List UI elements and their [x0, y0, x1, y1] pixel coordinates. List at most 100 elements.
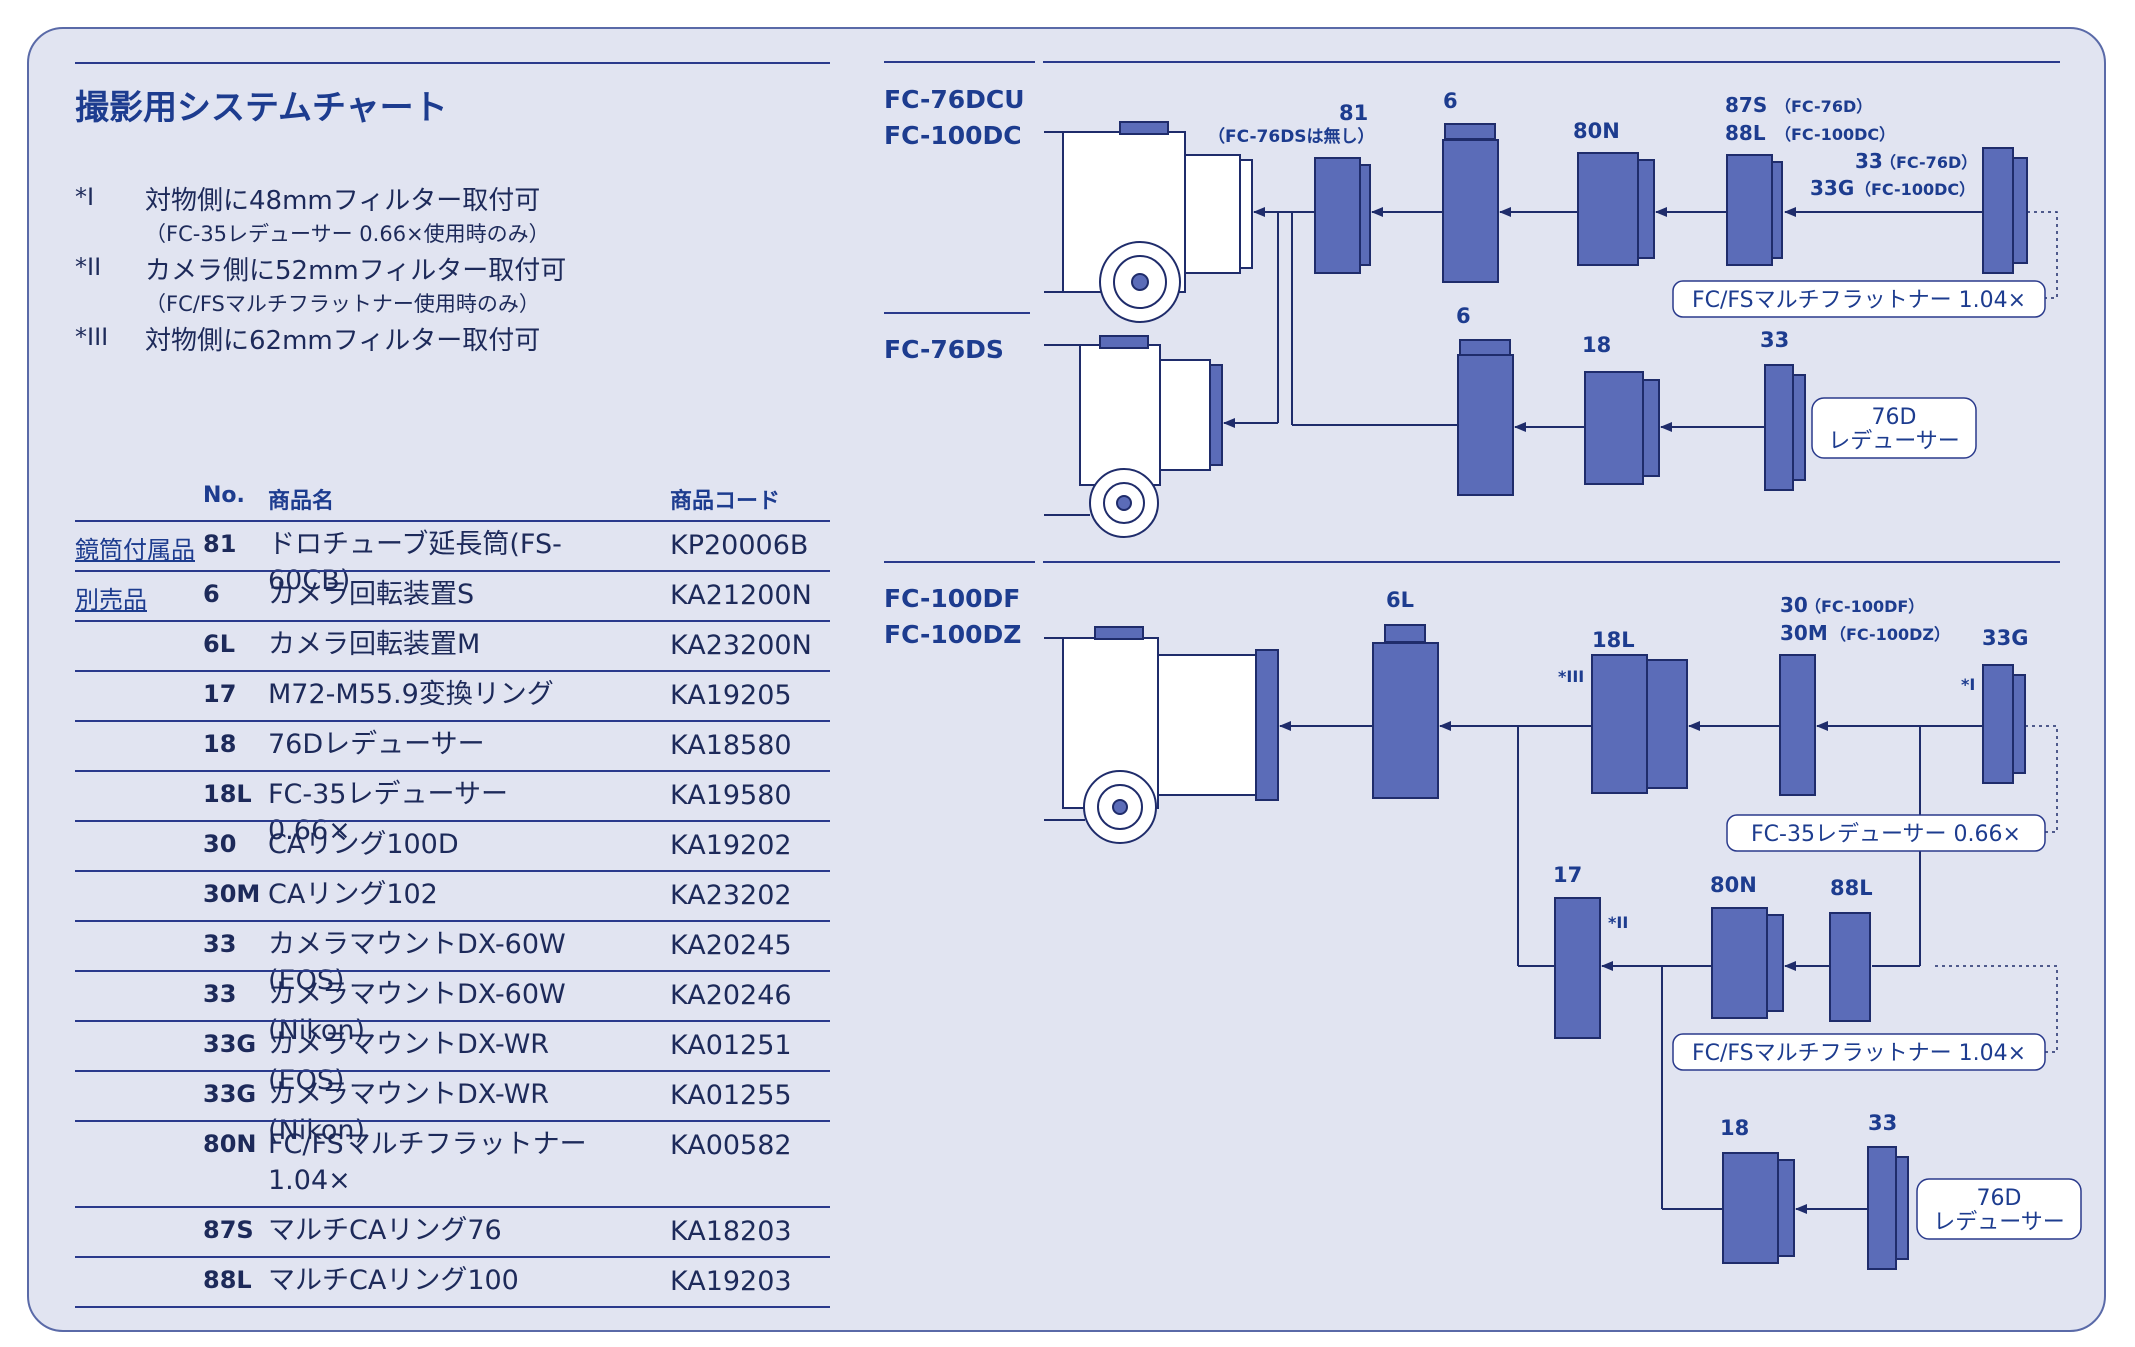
table-rule — [75, 1020, 830, 1022]
table-cell-name: FC/FSマルチフラットナー 1.04× — [268, 1129, 587, 1196]
table-cell-code: KA18203 — [670, 1216, 792, 1247]
table-category[interactable]: 鏡筒付属品 — [75, 536, 195, 564]
part-17-icon — [1554, 897, 1601, 1039]
table-cell-no: 81 — [203, 530, 237, 558]
part-33g-icon-c — [1982, 664, 2014, 784]
label-33-b: 33 — [1760, 328, 1789, 352]
table-cell-name: ドロチューブ延長筒(FS-60CB) — [268, 529, 562, 596]
table-cell-no: 33 — [203, 930, 237, 958]
table-cell-name: マルチCAリング100 — [268, 1265, 519, 1296]
table-cell-name: M72-M55.9変換リング — [268, 679, 554, 710]
part-87s-88l-icon — [1726, 154, 1773, 266]
label-18-a: 18 — [1582, 333, 1611, 357]
label-6l: 6L — [1386, 588, 1414, 612]
part-81-icon — [1314, 157, 1361, 274]
label-81-note: （FC-76DSは無し） — [1208, 126, 1375, 147]
part-18l-icon — [1591, 654, 1648, 794]
table-cell-no: 80N — [203, 1130, 257, 1158]
label-30: 30 — [1780, 593, 1808, 617]
table-rule — [75, 1206, 830, 1208]
table-cell-no: 88L — [203, 1266, 252, 1294]
part-6-icon-b — [1457, 354, 1514, 496]
table-cell-name: カメラ回転装置S — [268, 579, 475, 610]
label-30m: 30M — [1780, 621, 1828, 645]
label-88l-c: 88L — [1830, 876, 1873, 900]
table-cell-no: 17 — [203, 680, 237, 708]
option-label-reducer76d-a-line2: レデューサー — [1828, 429, 1960, 454]
table-cell-no: 30M — [203, 880, 261, 908]
table-rule — [75, 820, 830, 822]
table-cell-no: 33G — [203, 1080, 257, 1108]
label-33g-note: （FC-100DC） — [1855, 180, 1975, 199]
note-text-3: 対物側に62mmフィルター取付可 — [145, 326, 541, 356]
note-text-1: 対物側に48mmフィルター取付可 — [145, 186, 541, 216]
table-cell-name: マルチCAリング76 — [268, 1215, 502, 1246]
scope-label-fc76ds: FC-76DS — [884, 335, 1004, 364]
table-cell-code: KA01255 — [670, 1080, 792, 1111]
table-cell-no: 6L — [203, 630, 235, 658]
part-80n-icon-c — [1711, 907, 1768, 1019]
note-mark-3: *III — [75, 323, 109, 351]
label-88l-a: 88L — [1725, 121, 1766, 145]
label-30-note: （FC-100DF） — [1805, 597, 1924, 616]
label-18l: 18L — [1592, 628, 1635, 652]
table-header-name: 商品名 — [268, 489, 335, 514]
table-cell-code: KA19202 — [670, 830, 792, 861]
label-87s-note: （FC-76D） — [1775, 97, 1872, 116]
part-30-30m-icon — [1779, 654, 1816, 796]
option-label-reducer76d-b-line1: 76D — [1977, 1186, 2022, 1211]
option-label-fc35: FC-35レデューサー 0.66× — [1751, 822, 2021, 847]
table-cell-code: KA23200N — [670, 630, 812, 661]
scope-label-fc76dcu: FC-76DCU — [884, 85, 1025, 114]
table-rule — [75, 970, 830, 972]
label-6-b: 6 — [1456, 304, 1471, 328]
label-80n-c: 80N — [1710, 873, 1757, 897]
table-cell-name: CAリング100D — [268, 829, 459, 860]
focuser-fc76ds-icon — [1044, 335, 1223, 538]
table-cell-name: CAリング102 — [268, 879, 438, 910]
table-header-code: 商品コード — [670, 489, 781, 514]
scope-label-fc100dc: FC-100DC — [884, 121, 1022, 150]
table-cell-no: 33 — [203, 980, 237, 1008]
option-label-flattener-b: FC/FSマルチフラットナー 1.04× — [1692, 1041, 2026, 1066]
table-cell-code: KA19205 — [670, 680, 792, 711]
label-30m-note: （FC-100DZ） — [1830, 625, 1950, 644]
table-cell-code: KA00582 — [670, 1130, 792, 1161]
table-cell-code: KA23202 — [670, 880, 792, 911]
part-33-icon-c — [1867, 1146, 1897, 1270]
table-cell-code: KA19203 — [670, 1266, 792, 1297]
label-6-a: 6 — [1443, 89, 1458, 113]
label-33-note: （FC-76D） — [1880, 153, 1977, 172]
table-rule — [75, 1256, 830, 1258]
part-33-33g-icon-a — [1982, 147, 2014, 274]
option-box-flattener-a — [1672, 280, 2046, 318]
table-cell-no: 6 — [203, 580, 220, 608]
table-cell-code: KA18580 — [670, 730, 792, 761]
top-rule-left — [75, 62, 830, 64]
focuser-fc100df-icon — [1044, 626, 1279, 844]
part-88l-icon-c — [1829, 912, 1871, 1022]
table-rule — [75, 770, 830, 772]
part-6l-icon — [1372, 642, 1439, 799]
table-cell-code: KA20245 — [670, 930, 792, 961]
part-80n-icon-a — [1577, 152, 1639, 266]
table-cell-code: KA01251 — [670, 1030, 792, 1061]
label-81: 81 — [1339, 101, 1368, 125]
focuser-fc76dcu-icon — [1044, 121, 1253, 323]
table-rule — [75, 1120, 830, 1122]
table-cell-code: KA21200N — [670, 580, 812, 611]
table-cell-no: 87S — [203, 1216, 254, 1244]
page-title: 撮影用システムチャート — [75, 88, 448, 128]
table-cell-no: 33G — [203, 1030, 257, 1058]
table-cell-no: 30 — [203, 830, 237, 858]
table-cell-no: 18 — [203, 730, 237, 758]
label-18-c: 18 — [1720, 1116, 1749, 1140]
label-33g-c: 33G — [1982, 626, 2028, 650]
table-category[interactable]: 別売品 — [75, 586, 147, 614]
option-label-flattener-a: FC/FSマルチフラットナー 1.04× — [1692, 288, 2026, 313]
option-label-reducer76d-b-line2: レデューサー — [1933, 1210, 2065, 1235]
table-rule — [75, 670, 830, 672]
table-rule — [75, 920, 830, 922]
table-cell-code: KA19580 — [670, 780, 792, 811]
note-mark-1: *I — [75, 183, 95, 211]
